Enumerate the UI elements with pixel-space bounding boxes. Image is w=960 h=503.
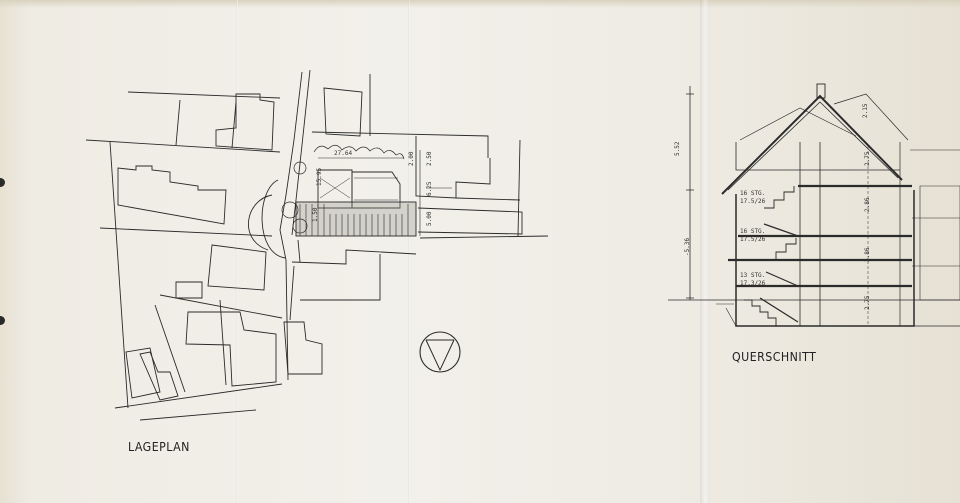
stair-ratio: 17.5/26: [740, 236, 766, 243]
property-line: [300, 254, 381, 301]
property-line: [154, 304, 186, 393]
property-line: [219, 299, 227, 386]
height-label: 2.75: [864, 295, 871, 310]
hatch-lines: [299, 204, 409, 236]
property-line: [417, 207, 523, 235]
property-line: [114, 383, 283, 409]
section-walls: [735, 190, 915, 327]
roof-outline: [721, 94, 903, 195]
staircase: [764, 186, 795, 209]
north-arrow-icon: [425, 339, 455, 372]
height-label: -5.36: [684, 237, 691, 256]
paper-fold: [408, 0, 410, 503]
dimension-tick: [686, 93, 694, 299]
dimension-label: 1.50: [312, 207, 319, 222]
building-outline: [185, 311, 277, 387]
paper-edge: [0, 0, 960, 8]
building-outline: [175, 281, 203, 299]
dormer: [735, 142, 900, 171]
building-outline: [283, 321, 323, 375]
dimension-label: 15.95: [316, 167, 323, 186]
dimension-label: 27.64: [334, 150, 353, 157]
tree: [292, 218, 308, 234]
neighbor-building: [919, 185, 960, 301]
property-line: [85, 139, 281, 153]
property-line: [159, 294, 283, 319]
property-line: [419, 235, 549, 239]
paper-fold: [700, 0, 710, 503]
punch-hole: [0, 178, 5, 187]
property-line: [139, 409, 257, 421]
stair-label: 16 STG.: [740, 228, 766, 235]
floor-slab: [728, 184, 912, 288]
height-label: 2.86: [864, 197, 871, 212]
street-line: [291, 69, 311, 236]
roof-line: [319, 177, 351, 199]
stair-core: [799, 142, 821, 326]
stair-ratio: 17.3/26: [740, 280, 766, 287]
paper-fold: [236, 0, 238, 503]
dimension-label: 5.00: [426, 211, 433, 226]
roof-line: [739, 107, 857, 141]
height-label: 2.75: [864, 151, 871, 166]
property-line: [231, 101, 237, 149]
stair-label: 16 STG.: [740, 190, 766, 197]
staircase: [766, 238, 797, 261]
property-line: [517, 139, 521, 237]
building-outline: [139, 351, 179, 401]
building-outline: [207, 244, 267, 291]
dimension-label: 6.25: [426, 181, 433, 196]
ground-hatch: [716, 303, 737, 327]
staircase: [763, 223, 799, 237]
property-line: [415, 136, 491, 199]
punch-hole: [0, 316, 5, 325]
staircase: [759, 297, 799, 323]
tree-row: [313, 144, 405, 160]
stair-ratio: 17.5/26: [740, 198, 766, 205]
building-outline: [125, 347, 161, 399]
property-line: [175, 99, 181, 146]
north-arrow-icon: [419, 331, 461, 373]
property-line: [297, 239, 301, 263]
roof-outline: [727, 101, 899, 191]
property-line: [455, 197, 521, 201]
property-line: [289, 265, 295, 321]
height-label: 5.52: [674, 141, 681, 156]
section-title: QUERSCHNITT: [732, 350, 817, 364]
neighbor-building: [899, 142, 960, 327]
roof-line: [354, 177, 398, 201]
tree: [293, 161, 307, 175]
site-plan-title: LAGEPLAN: [128, 440, 190, 454]
stair-label: 13 STG.: [740, 272, 766, 279]
property-line: [109, 141, 129, 409]
property-line: [311, 131, 489, 158]
staircase: [765, 271, 799, 287]
height-label: 2.86: [864, 247, 871, 262]
dimension-label: 2.50: [426, 151, 433, 166]
building-outline: [117, 165, 227, 225]
tree: [281, 201, 299, 219]
staircase: [744, 299, 777, 326]
building-outline: [215, 93, 275, 151]
property-line: [291, 249, 417, 265]
street-curve: [261, 179, 287, 259]
chimney: [816, 83, 826, 99]
neighbor-roof: [833, 93, 909, 141]
height-label: 2.15: [862, 103, 869, 118]
neighbor-building: [910, 149, 960, 267]
street-line: [279, 71, 303, 381]
property-line: [99, 227, 273, 237]
property-line: [127, 91, 281, 99]
street-curve: [248, 194, 273, 251]
dimension-label: 2.00: [408, 151, 415, 166]
building-outline: [323, 87, 363, 137]
